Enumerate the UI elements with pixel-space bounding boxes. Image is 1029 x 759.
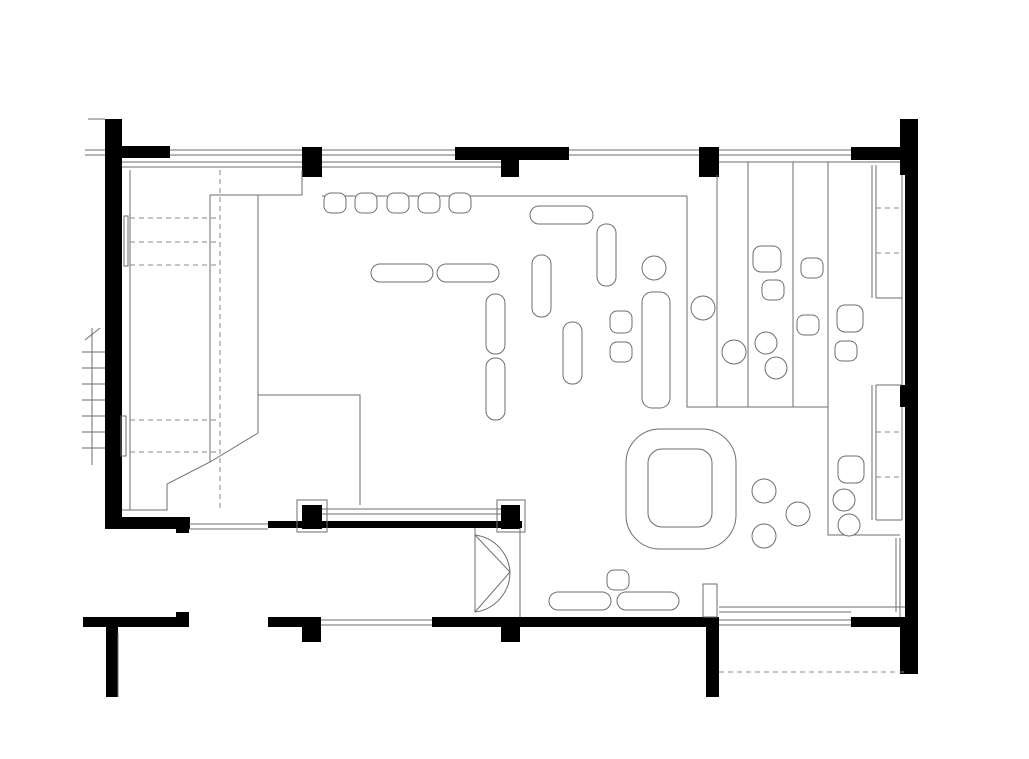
furniture — [323, 192, 865, 611]
interior-outlines — [120, 162, 902, 618]
windows — [82, 118, 905, 697]
walls — [83, 119, 918, 697]
